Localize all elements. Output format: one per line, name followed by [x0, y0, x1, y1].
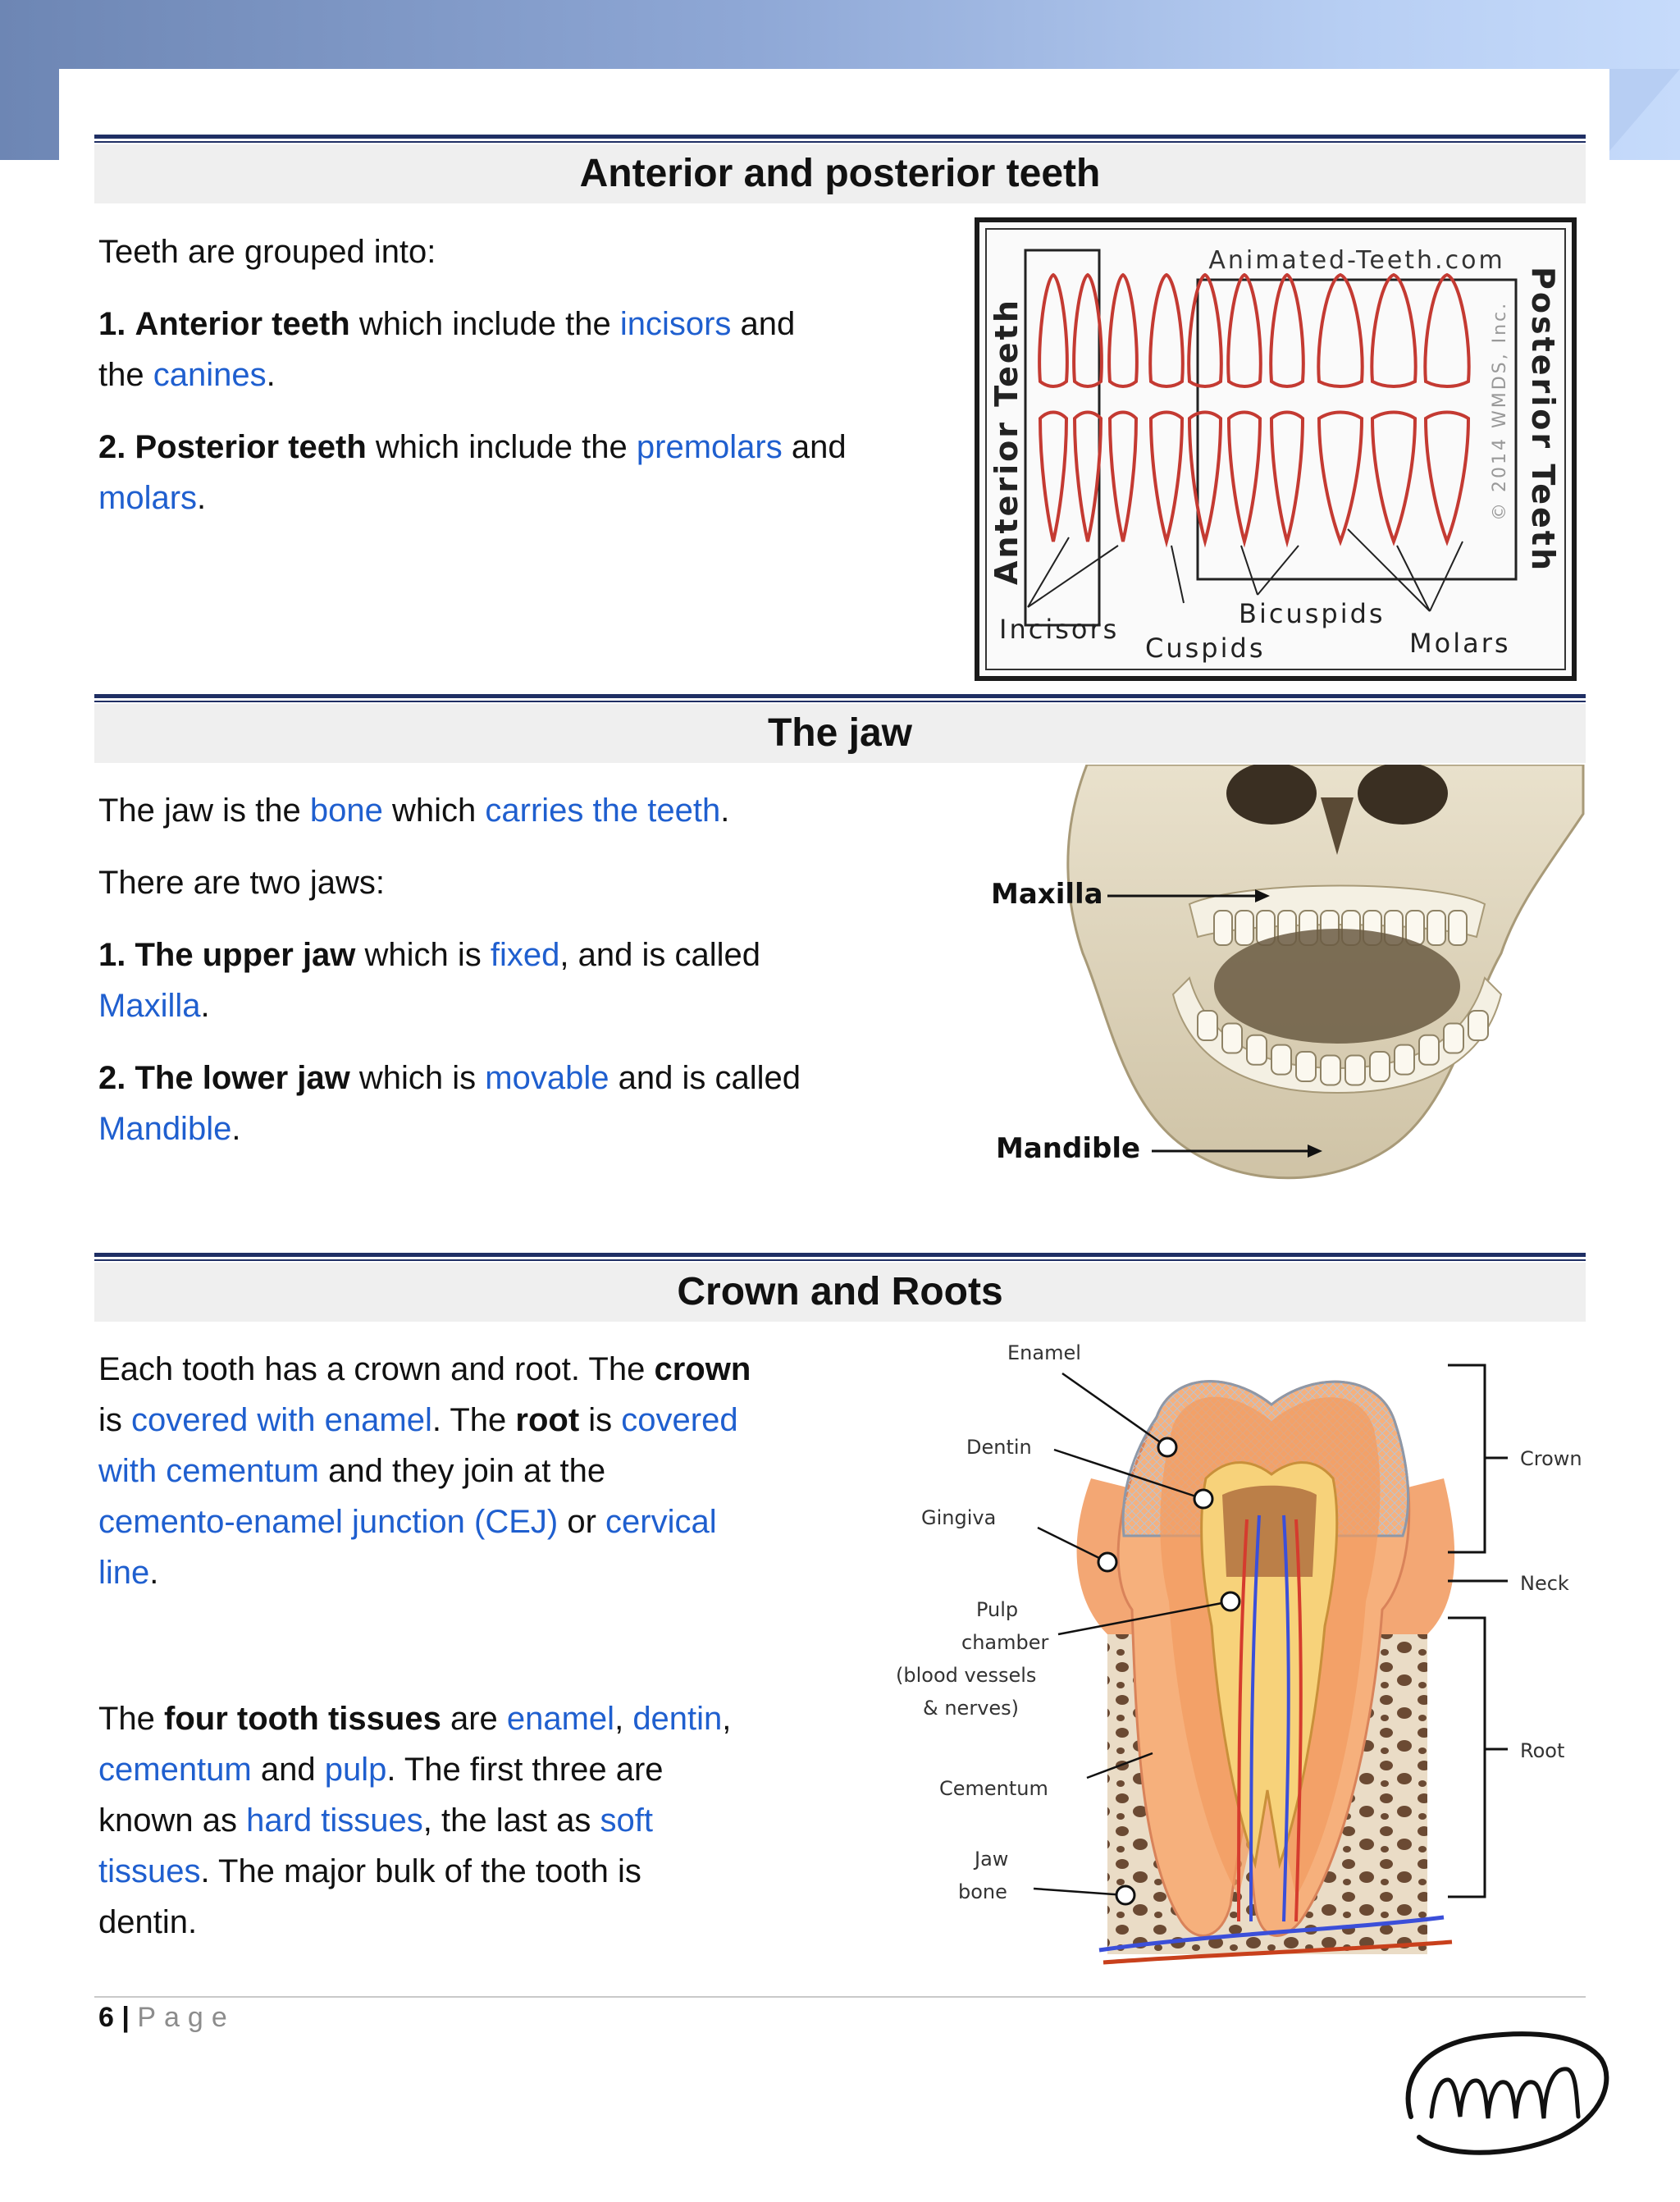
maxilla-label: Maxilla	[991, 878, 1103, 911]
intro-line: Teeth are grouped into:	[98, 234, 436, 270]
nerves	[1249, 1514, 1290, 1922]
incisors-label: Incisors	[999, 614, 1119, 645]
crown-roots-para1: Each tooth has a crown and root. The cro…	[98, 1351, 751, 1591]
upper-tooth-outline	[1072, 272, 1103, 388]
lower-jaw-tooth	[1295, 1051, 1317, 1083]
pulp-label-2: chamber	[961, 1631, 1048, 1654]
pointer-lines	[1027, 528, 1463, 612]
jaw-skull-figure: Maxilla Mandible	[991, 765, 1585, 1180]
upper-jaw-tooth	[1235, 910, 1254, 946]
upper-jaw-tooth	[1427, 910, 1446, 946]
bicuspids-label: Bicuspids	[1239, 598, 1386, 629]
page-footer: 6 | Page	[98, 2002, 235, 2034]
lower-jaw-tooth	[1418, 1034, 1440, 1066]
pulp-label-3: (blood vessels	[896, 1664, 1036, 1687]
lower-tooth-outline	[1107, 410, 1139, 542]
maxilla-arrow-head	[1255, 889, 1270, 902]
upper-tooth-outline	[1317, 272, 1364, 388]
cuspids-label: Cuspids	[1145, 633, 1265, 664]
lower-tooth-outline	[1317, 410, 1364, 546]
lower-tooth-outline	[1226, 410, 1262, 548]
section-title: Anterior and posterior teeth	[94, 144, 1586, 203]
page-number: 6	[98, 2002, 114, 2033]
enamel-label: Enamel	[1007, 1341, 1081, 1364]
section-title: The jaw	[94, 704, 1586, 763]
cementum-label: Cementum	[939, 1777, 1048, 1800]
section-rule	[94, 1253, 1586, 1261]
left-label: Anterior Teeth	[988, 298, 1025, 585]
footer-rule	[94, 1996, 1586, 1998]
label-pointers	[1033, 1372, 1231, 1897]
lower-jaw-tooth	[1394, 1044, 1415, 1076]
upper-jaw-tooth	[1448, 910, 1468, 946]
upper-tooth-outline	[1269, 272, 1305, 388]
lower-tooth-outline	[1423, 410, 1471, 546]
right-label: Posterior Teeth	[1525, 267, 1561, 573]
jaw-text: The jaw is the bone which carries the te…	[98, 785, 960, 1176]
blood-vessels	[1237, 1519, 1303, 1922]
anterior-posterior-text: Teeth are grouped into: 1. Anterior teet…	[98, 226, 960, 545]
pulp-label-1: Pulp	[976, 1598, 1018, 1621]
page-corner-fold	[1609, 69, 1680, 151]
upper-tooth-outline	[1370, 272, 1418, 388]
jaw-label-1: Jaw	[973, 1848, 1008, 1871]
mandible-arrow-head	[1308, 1144, 1322, 1158]
mandible-label: Mandible	[996, 1132, 1140, 1165]
page-word: Page	[137, 2002, 235, 2033]
lower-jaw-tooth	[1344, 1054, 1366, 1086]
teeth-groups-figure: Animated-Teeth.com Anterior Teeth Poster…	[975, 217, 1577, 681]
upper-jaw-tooth	[1213, 910, 1233, 946]
molars-label: Molars	[1409, 628, 1511, 659]
upper-tooth-outline	[1107, 272, 1139, 388]
jaw-line1: The jaw is the bone which carries the te…	[98, 793, 730, 829]
lower-teeth	[1038, 410, 1471, 548]
gingiva-label: Gingiva	[921, 1506, 996, 1529]
footer-separator: |	[113, 2002, 138, 2033]
lower-jaw-tooth	[1221, 1022, 1243, 1054]
anterior-item: 1. Anterior teeth which include the inci…	[98, 306, 796, 393]
jaw-line2: There are two jaws:	[98, 865, 386, 901]
crown-label: Crown	[1520, 1447, 1582, 1470]
lower-jaw-teeth	[1197, 1010, 1489, 1086]
upper-tooth-outline	[1226, 272, 1262, 388]
posterior-item: 2. Posterior teeth which include the pre…	[98, 429, 847, 516]
upper-tooth-outline	[1148, 272, 1185, 388]
pulp-label-4: & nerves)	[923, 1697, 1019, 1720]
root-label: Root	[1520, 1739, 1564, 1762]
lower-tooth-outline	[1148, 410, 1185, 548]
site-label: Animated-Teeth.com	[1208, 246, 1504, 275]
lower-jaw-tooth	[1197, 1010, 1218, 1041]
lower-tooth-outline	[1187, 410, 1223, 548]
upper-tooth-outline	[1038, 272, 1069, 388]
lower-jaw-tooth	[1369, 1051, 1390, 1083]
lower-tooth-outline	[1370, 410, 1418, 546]
dentin-label: Dentin	[966, 1436, 1032, 1459]
section-title: Crown and Roots	[94, 1263, 1586, 1322]
label-markers	[1097, 1437, 1241, 1906]
lower-tooth-outline	[1038, 410, 1069, 542]
upper-teeth	[1038, 272, 1471, 388]
copyright-label: © 2014 WMDS, Inc.	[1490, 301, 1510, 521]
lower-tooth-outline	[1072, 410, 1103, 542]
upper-tooth-outline	[1187, 272, 1223, 388]
section-rule	[94, 135, 1586, 143]
lower-tooth-outline	[1269, 410, 1305, 548]
signature-logo	[1405, 2031, 1609, 2155]
lower-jaw-tooth	[1246, 1034, 1267, 1066]
lower-jaw-tooth	[1271, 1044, 1292, 1076]
lower-jaw-tooth	[1320, 1054, 1341, 1086]
tooth-anatomy-figure: Enamel Dentin Gingiva Pulp chamber (bloo…	[896, 1341, 1582, 1965]
crown-roots-para2: The four tooth tissues are enamel, denti…	[98, 1701, 732, 1940]
lower-jaw-item: 2. The lower jaw which is movable and is…	[98, 1060, 801, 1147]
lower-jaw-tooth	[1443, 1022, 1464, 1054]
section-rule	[94, 694, 1586, 702]
region-brackets	[1448, 1364, 1508, 1898]
upper-jaw-item: 1. The upper jaw which is fixed, and is …	[98, 937, 761, 1024]
lower-jaw-tooth	[1468, 1010, 1489, 1041]
jaw-label-2: bone	[958, 1880, 1007, 1903]
upper-tooth-outline	[1423, 272, 1471, 388]
neck-label: Neck	[1520, 1572, 1569, 1595]
